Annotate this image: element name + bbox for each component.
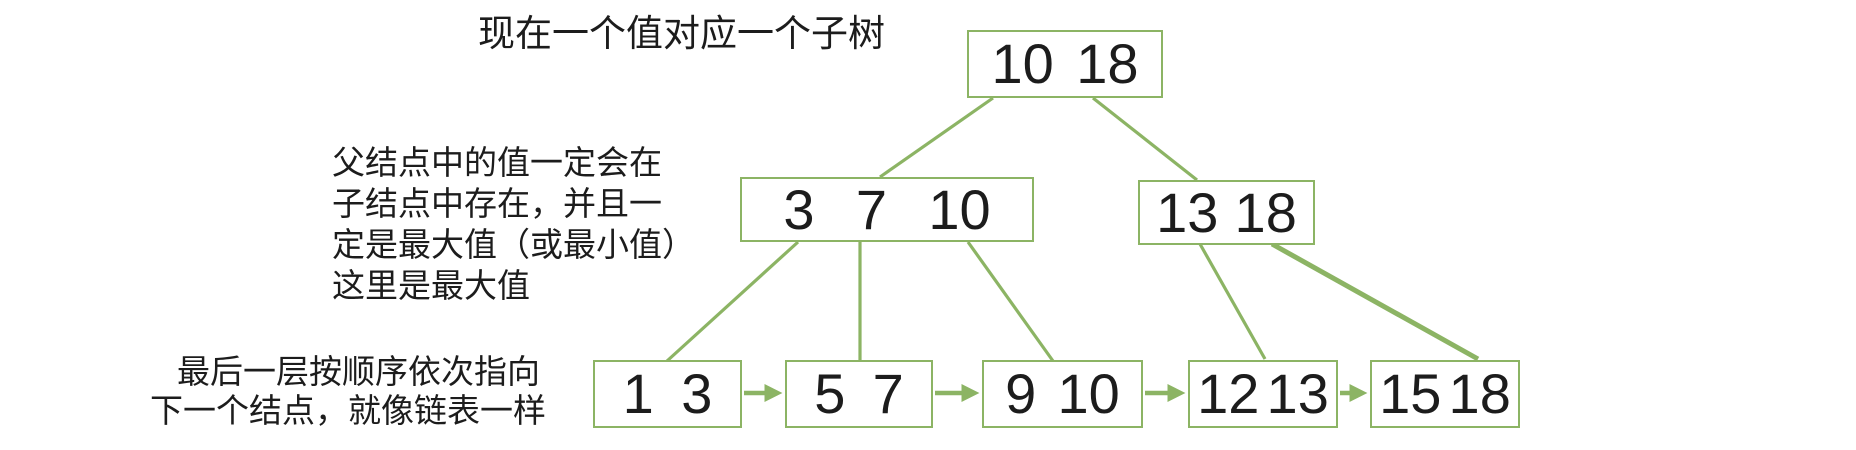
node-key: 10 bbox=[991, 32, 1054, 95]
edge-internal-right-to-leaf-5 bbox=[1270, 241, 1480, 362]
node-key: 7 bbox=[872, 362, 904, 425]
annotation-parent-note-line: 父结点中的值一定会在 bbox=[332, 144, 662, 181]
node-internal-right: 13 18 bbox=[1138, 180, 1315, 245]
node-key: 10 bbox=[1057, 362, 1120, 425]
node-key: 12 bbox=[1197, 362, 1260, 425]
node-internal-left: 3 7 10 bbox=[740, 177, 1034, 242]
node-key: 13 bbox=[1156, 180, 1219, 244]
node-key: 15 bbox=[1379, 362, 1442, 425]
node-key: 18 bbox=[1448, 362, 1511, 425]
node-leaf-3: 9 10 bbox=[982, 360, 1143, 428]
edge-internal-left-to-leaf-3 bbox=[966, 241, 1055, 362]
annotation-leaf-note-line: 下一个结点，就像链表一样 bbox=[150, 392, 546, 429]
node-key: 18 bbox=[1234, 180, 1297, 244]
annotation-leaf-note-line: 最后一层按顺序依次指向 bbox=[177, 353, 540, 390]
node-key: 3 bbox=[681, 362, 713, 425]
annotation-root-note: 现在一个值对应一个子树 bbox=[478, 13, 885, 54]
node-leaf-5: 15 18 bbox=[1370, 360, 1520, 428]
annotation-parent-note-line: 定是最大值（或最小值） bbox=[332, 226, 695, 263]
edge-root-to-internal-right bbox=[1092, 96, 1198, 182]
edge-root-to-internal-left bbox=[879, 96, 994, 179]
annotation-parent-note-line: 这里是最大值 bbox=[332, 267, 530, 304]
node-key: 9 bbox=[1005, 362, 1037, 425]
node-key: 7 bbox=[855, 177, 887, 241]
node-leaf-4: 12 13 bbox=[1188, 360, 1338, 428]
annotation-parent-note-line: 子结点中存在，并且一 bbox=[332, 185, 662, 222]
edge-internal-right-to-leaf-4 bbox=[1198, 243, 1267, 360]
node-leaf-1: 1 3 bbox=[593, 360, 742, 428]
node-key: 1 bbox=[622, 362, 654, 425]
node-key: 18 bbox=[1076, 32, 1139, 95]
node-root: 10 18 bbox=[967, 30, 1163, 98]
annotation-parent-note: 父结点中的值一定会在 子结点中存在，并且一 定是最大值（或最小值） 这里是最大值 bbox=[332, 142, 695, 306]
node-key: 3 bbox=[783, 177, 815, 241]
node-key: 5 bbox=[814, 362, 846, 425]
node-leaf-2: 5 7 bbox=[785, 360, 933, 428]
node-key: 10 bbox=[928, 177, 991, 241]
node-key: 13 bbox=[1266, 362, 1329, 425]
edge-internal-left-to-leaf-1 bbox=[665, 240, 800, 363]
annotation-leaf-note: 最后一层按顺序依次指向 下一个结点，就像链表一样 bbox=[150, 352, 546, 430]
